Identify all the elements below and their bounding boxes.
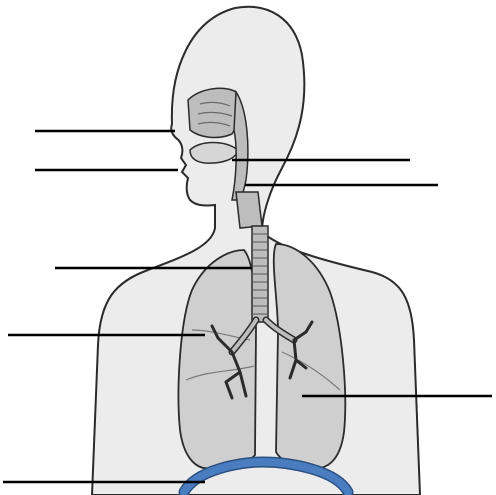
larynx xyxy=(236,192,262,228)
